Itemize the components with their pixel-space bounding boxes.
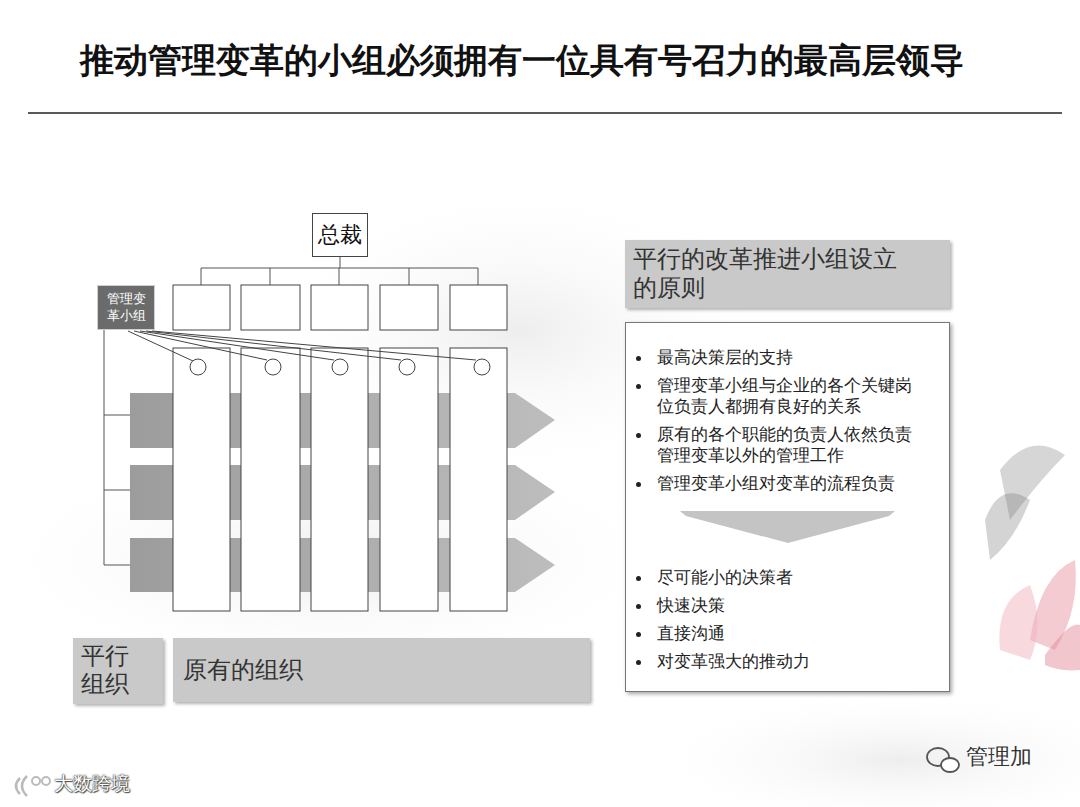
lotus-leaf [985,493,1030,560]
org-line [478,268,479,285]
logo-mark [32,777,40,785]
link-circle [265,359,281,375]
department-box [173,285,230,330]
bracket-line [104,330,105,565]
function-column [173,348,230,611]
bullet-text: 管理变革小组与企业的各个关键岗 位负责人都拥有良好的关系 [657,375,919,417]
link-circle [332,359,348,375]
parallel-org-label: 平行 组织 [73,638,163,704]
org-line [409,268,410,285]
bullet-text: 快速决策 [657,595,919,616]
department-box [380,285,438,330]
bracket-tick [104,415,130,416]
bullet-text: 原有的各个职能的负责人依然负责 管理变革以外的管理工作 [657,424,919,466]
department-box [450,285,507,330]
link-circle [474,359,490,375]
function-column [241,348,300,611]
link-circle [190,359,206,375]
principles-header: 平行的改革推进小组设立 的原则 [625,240,950,308]
node-text: 原有的组织 [183,656,580,685]
lotus-petal [1045,624,1080,670]
function-column [311,348,368,611]
bullet-text: 直接沟通 [657,623,919,644]
bracket-tick [104,490,130,491]
down-chevron-shape [680,511,895,543]
bullet-dot [636,433,641,438]
node-text: 总裁 [315,222,365,248]
org-line [340,257,341,268]
watermark: 大数跨境 [54,772,130,795]
bullet-item: 最高决策层的支持 [636,347,939,368]
department-box [311,285,368,330]
logo-mark [22,776,27,796]
bullet-dot [636,576,641,581]
bullet-text: 最高决策层的支持 [657,347,919,368]
principles-box: 最高决策层的支持管理变革小组与企业的各个关键岗 位负责人都拥有良好的关系原有的各… [625,322,950,692]
bullet-dot [636,660,641,665]
watermark: 管理加 [966,744,1032,770]
org-line [201,268,202,285]
logo-mark [42,777,50,785]
bullet-dot [636,604,641,609]
bullet-item: 对变革强大的推动力 [636,651,939,672]
link-line [146,331,401,360]
bullet-item: 原有的各个职能的负责人依然负责 管理变革以外的管理工作 [636,424,939,466]
ink-wash [640,690,1080,807]
change-team-box: 管理变 革小组 [97,285,155,330]
bullet-item: 管理变革小组与企业的各个关键岗 位负责人都拥有良好的关系 [636,375,939,417]
slide-title: 推动管理变革的小组必须拥有一位具有号召力的最高层领导 [80,38,964,82]
president-box: 总裁 [312,213,368,257]
logo-mark [16,778,20,794]
link-line [152,331,476,360]
function-column [450,348,507,611]
lotus-petal [999,585,1037,660]
department-box [241,285,300,330]
bullet-dot [636,482,641,487]
bullet-dot [636,384,641,389]
bullet-text: 尽可能小的决策者 [657,567,919,588]
bullet-item: 直接沟通 [636,623,939,644]
node-text: 平行的改革推进小组设立 的原则 [633,245,942,303]
title-rule [28,112,1062,114]
down-chevron [636,494,941,560]
bullet-dot [636,356,641,361]
node-text: 平行 组织 [81,643,155,698]
bullet-item: 尽可能小的决策者 [636,567,939,588]
function-column [380,348,438,611]
node-text: 管理变 革小组 [100,291,152,324]
bracket-tick [104,565,130,566]
bullet-dot [636,632,641,637]
org-line [270,268,271,285]
wechat-icon [941,758,959,772]
bullet-item: 快速决策 [636,595,939,616]
bullet-text: 对变革强大的推动力 [657,651,919,672]
org-line [339,268,340,285]
bullet-item: 管理变革小组对变革的流程负责 [636,473,939,494]
link-circle [399,359,415,375]
link-line [140,331,334,360]
bullet-text: 管理变革小组对变革的流程负责 [657,473,919,494]
original-org-label: 原有的组织 [173,638,590,702]
